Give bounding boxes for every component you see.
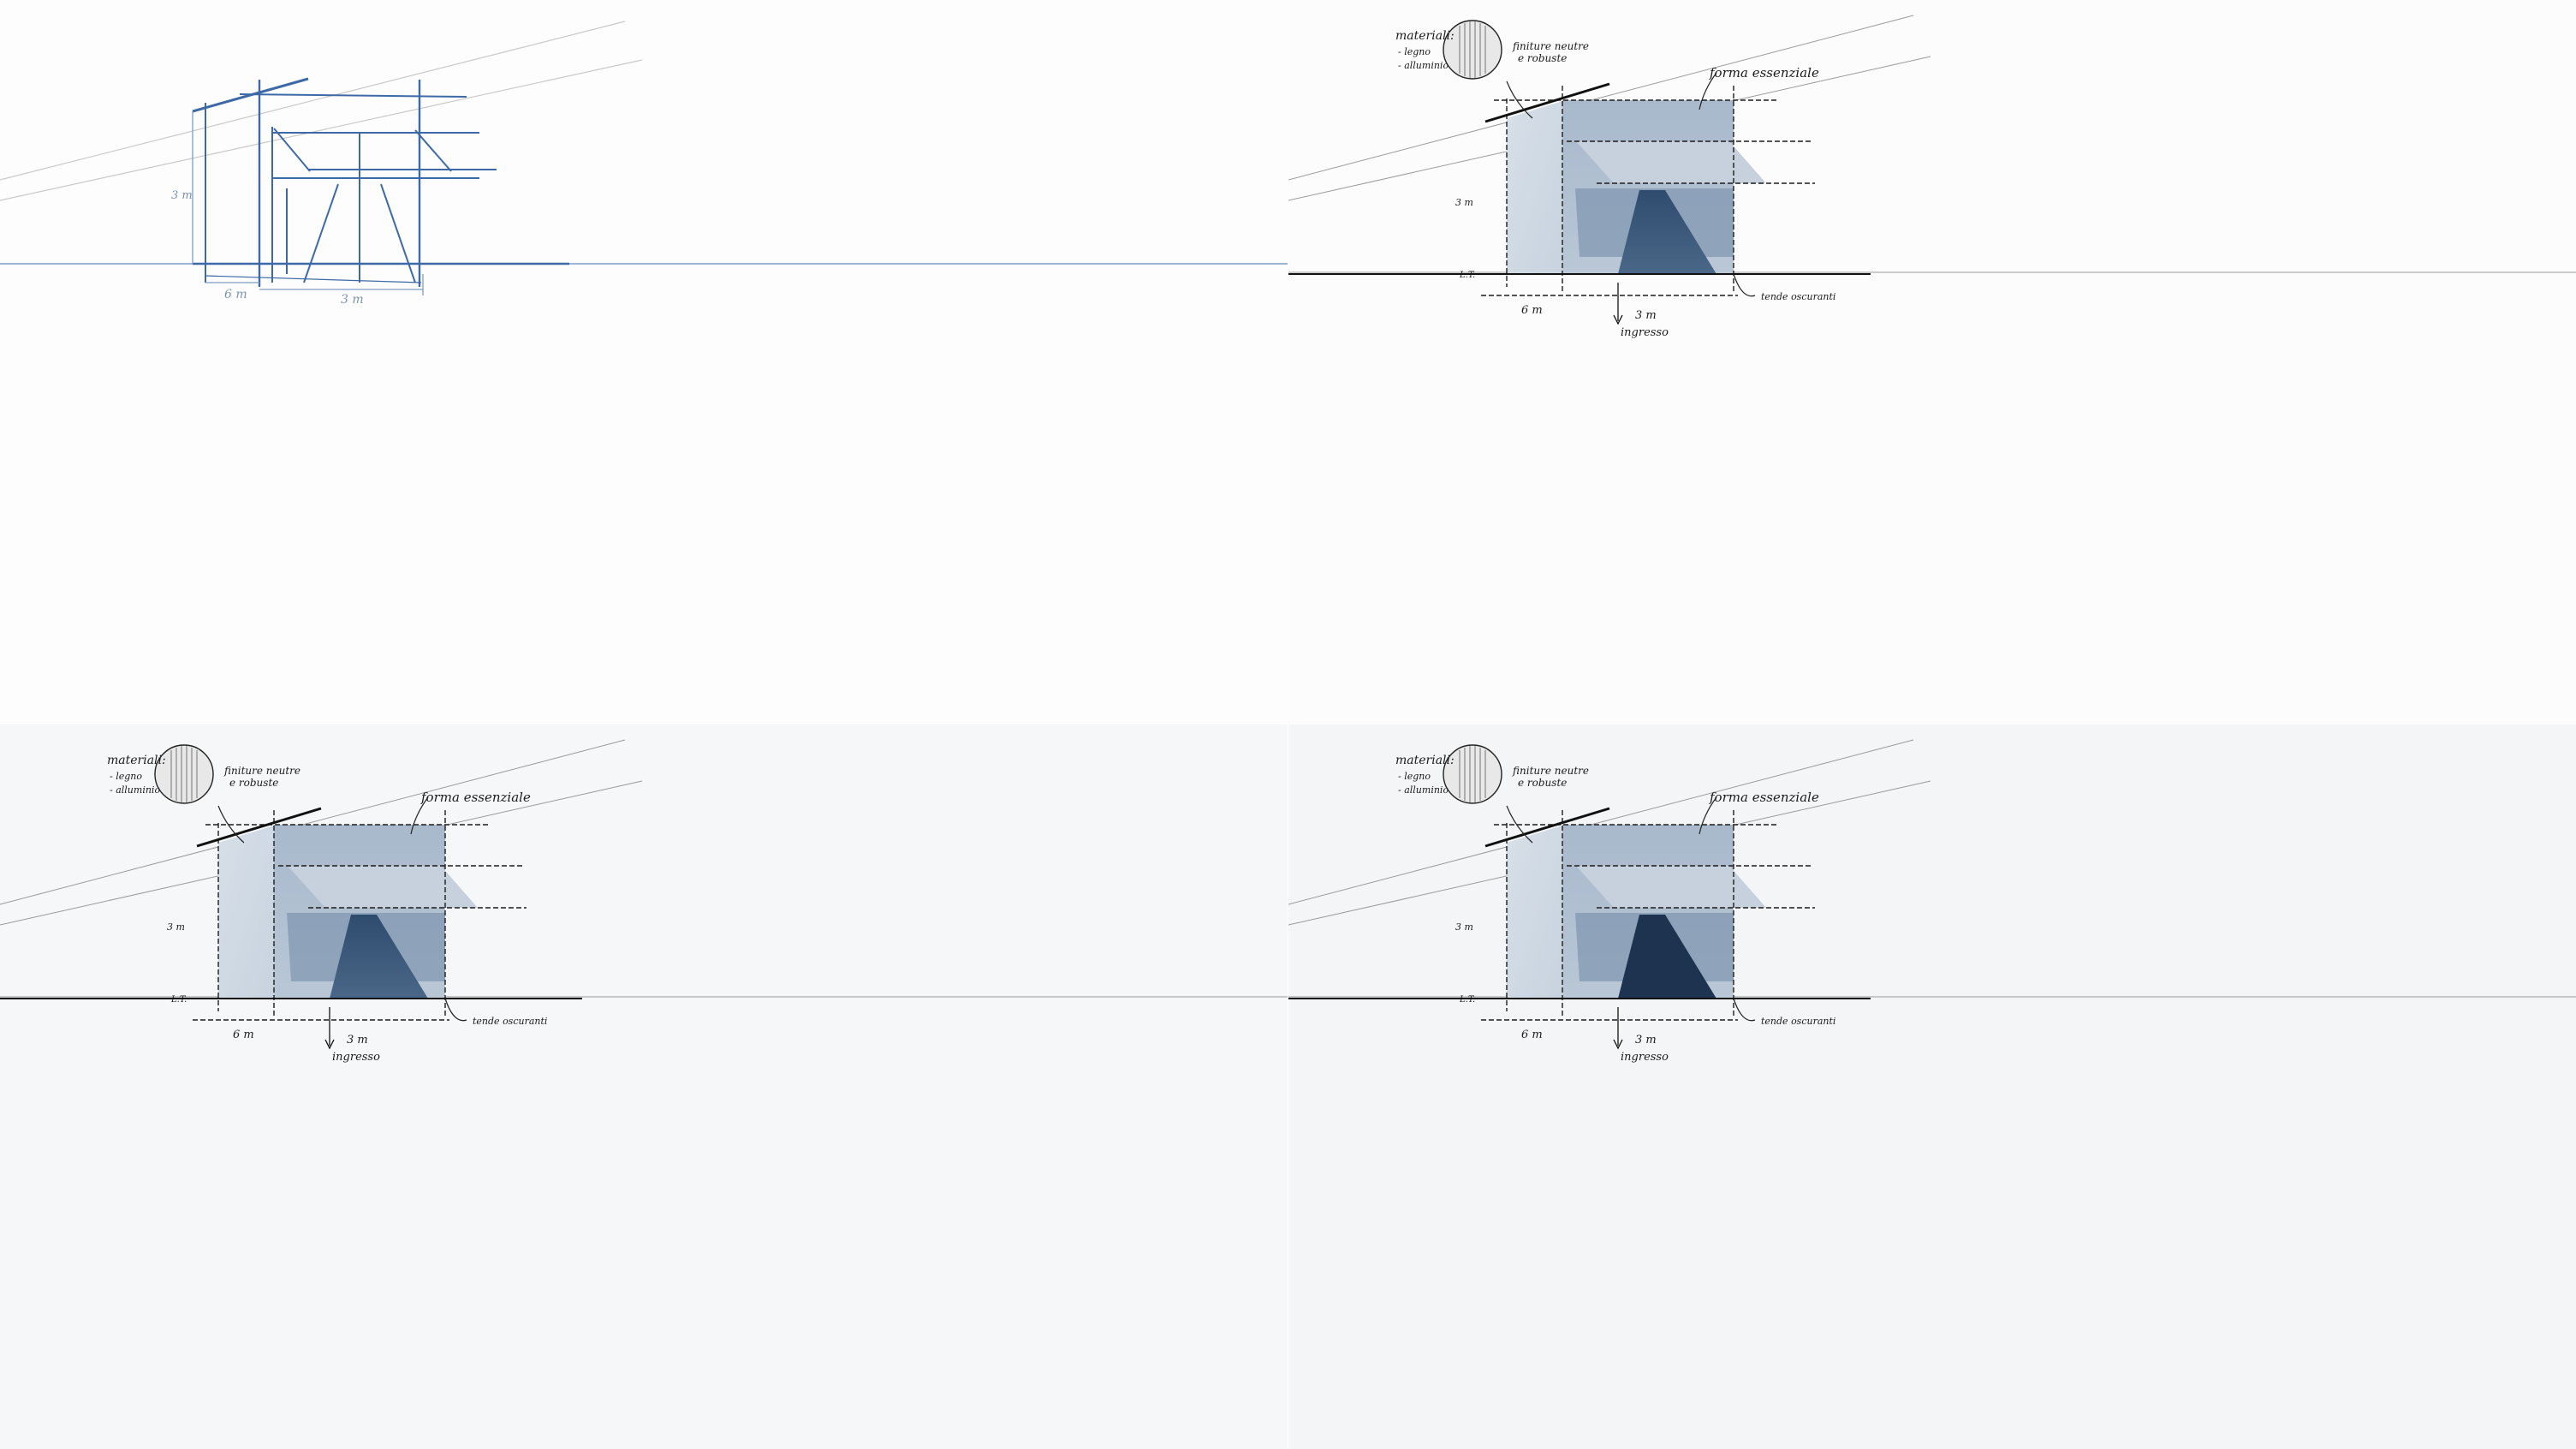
left-dimension-label: 6 m [233,1029,254,1041]
essential-form-label: forma essenziale [1709,790,1819,805]
panel-final-sketch: materiali: - legno - alluminio finiture … [1288,724,2576,1449]
front-dimension-label: 3 m [1635,309,1657,322]
leader-arrow-form [410,796,429,835]
panel-shaded-sketch: materiali: - legno - alluminio finiture … [1288,0,2576,724]
awnings-label: tende oscuranti [1761,1016,1835,1027]
material-swatch-circle [154,744,214,804]
shaded-drawing: materiali: - legno - alluminio finiture … [1288,739,2576,1064]
canopy-plane [1576,866,1766,908]
materials-title: materiali: [107,754,166,767]
height-dimension-label: 3 m [1455,197,1473,208]
material-aluminium: - alluminio [110,784,160,796]
panel-construction-sketch: 3 m 6 m 3 m [0,0,1288,724]
perspective-guides [0,21,643,201]
entrance-opening [1618,915,1716,999]
material-aluminium: - alluminio [1398,784,1449,796]
wood-grain-hatching [1459,21,1486,78]
construction-drawing: 3 m 6 m 3 m [0,21,1288,307]
shaded-drawing: materiali: - legno - alluminio finiture … [0,739,1288,1064]
materials-title: materiali: [1395,29,1455,43]
leader-arrow-form [1698,796,1717,835]
pencil-lines [193,810,527,1021]
height-dimension-label: 3 m [171,189,193,202]
canopy-plane [288,866,478,908]
awnings-label: tende oscuranti [1761,291,1835,302]
finish-line-2: e robuste [1518,52,1567,64]
left-dimension-label: 6 m [224,288,247,301]
roof-edge [1484,82,1610,123]
front-dimension-label: 3 m [1635,1034,1657,1046]
leader-arrow-form [1698,72,1717,110]
canopy-plane [1576,141,1766,183]
essential-form-label: forma essenziale [1709,65,1819,80]
finish-line-1: finiture neutre [223,765,300,777]
left-dimension-label: 6 m [1521,1029,1543,1041]
height-dimension-label: 3 m [1455,921,1473,933]
front-dimension-label: 3 m [341,293,364,307]
wood-grain-hatching [170,746,198,802]
essential-form-label: forma essenziale [420,790,531,805]
finish-line-2: e robuste [229,777,278,789]
leader-arrow-materials [1506,805,1533,844]
panel-toned-sketch: materiali: - legno - alluminio finiture … [0,724,1288,1449]
front-dimension-label: 3 m [347,1034,368,1046]
material-aluminium: - alluminio [1398,60,1449,71]
materials-title: materiali: [1395,754,1455,767]
entrance-label: ingresso [332,1051,380,1064]
leader-arrow-materials [1506,80,1533,119]
height-dimension-label: 3 m [167,921,185,933]
leader-arrow-materials [217,805,245,844]
material-wood: - legno [110,771,142,782]
material-wood: - legno [1398,46,1431,57]
entrance-arrowhead [1613,314,1623,325]
leader-arrow-awnings [1733,998,1756,1022]
entrance-opening [1618,190,1716,274]
wood-grain-hatching [1459,746,1486,802]
blue-construction-lines [0,77,1288,287]
material-wood: - legno [1398,771,1431,782]
side-wall-wash [1507,101,1562,274]
material-swatch-circle [1443,744,1502,804]
leader-arrow-awnings [1733,273,1756,297]
entrance-label: ingresso [1621,1051,1669,1064]
roof-edge [1484,807,1610,848]
ground-line-label: L.T. [1459,271,1475,280]
side-wall-wash [1507,826,1562,999]
finish-line-2: e robuste [1518,777,1567,789]
roof-edge [196,807,322,848]
entrance-opening [330,915,428,999]
ground-line-label: L.T. [170,995,187,1005]
finish-line-1: finiture neutre [1512,765,1589,777]
entrance-arrowhead [1613,1039,1623,1050]
dimension-lines [192,111,424,295]
side-wall-wash [218,826,274,999]
ground-line-label: L.T. [1459,995,1475,1005]
shaded-drawing: materiali: - legno - alluminio finiture … [1288,15,2576,339]
left-dimension-label: 6 m [1521,304,1543,317]
finish-line-1: finiture neutre [1512,40,1589,52]
pencil-lines [1481,86,1815,296]
entrance-arrowhead [324,1039,335,1050]
leader-arrow-awnings [444,998,467,1022]
pencil-lines [1481,810,1815,1021]
material-swatch-circle [1443,20,1502,80]
entrance-label: ingresso [1621,326,1669,339]
awnings-label: tende oscuranti [473,1016,547,1027]
